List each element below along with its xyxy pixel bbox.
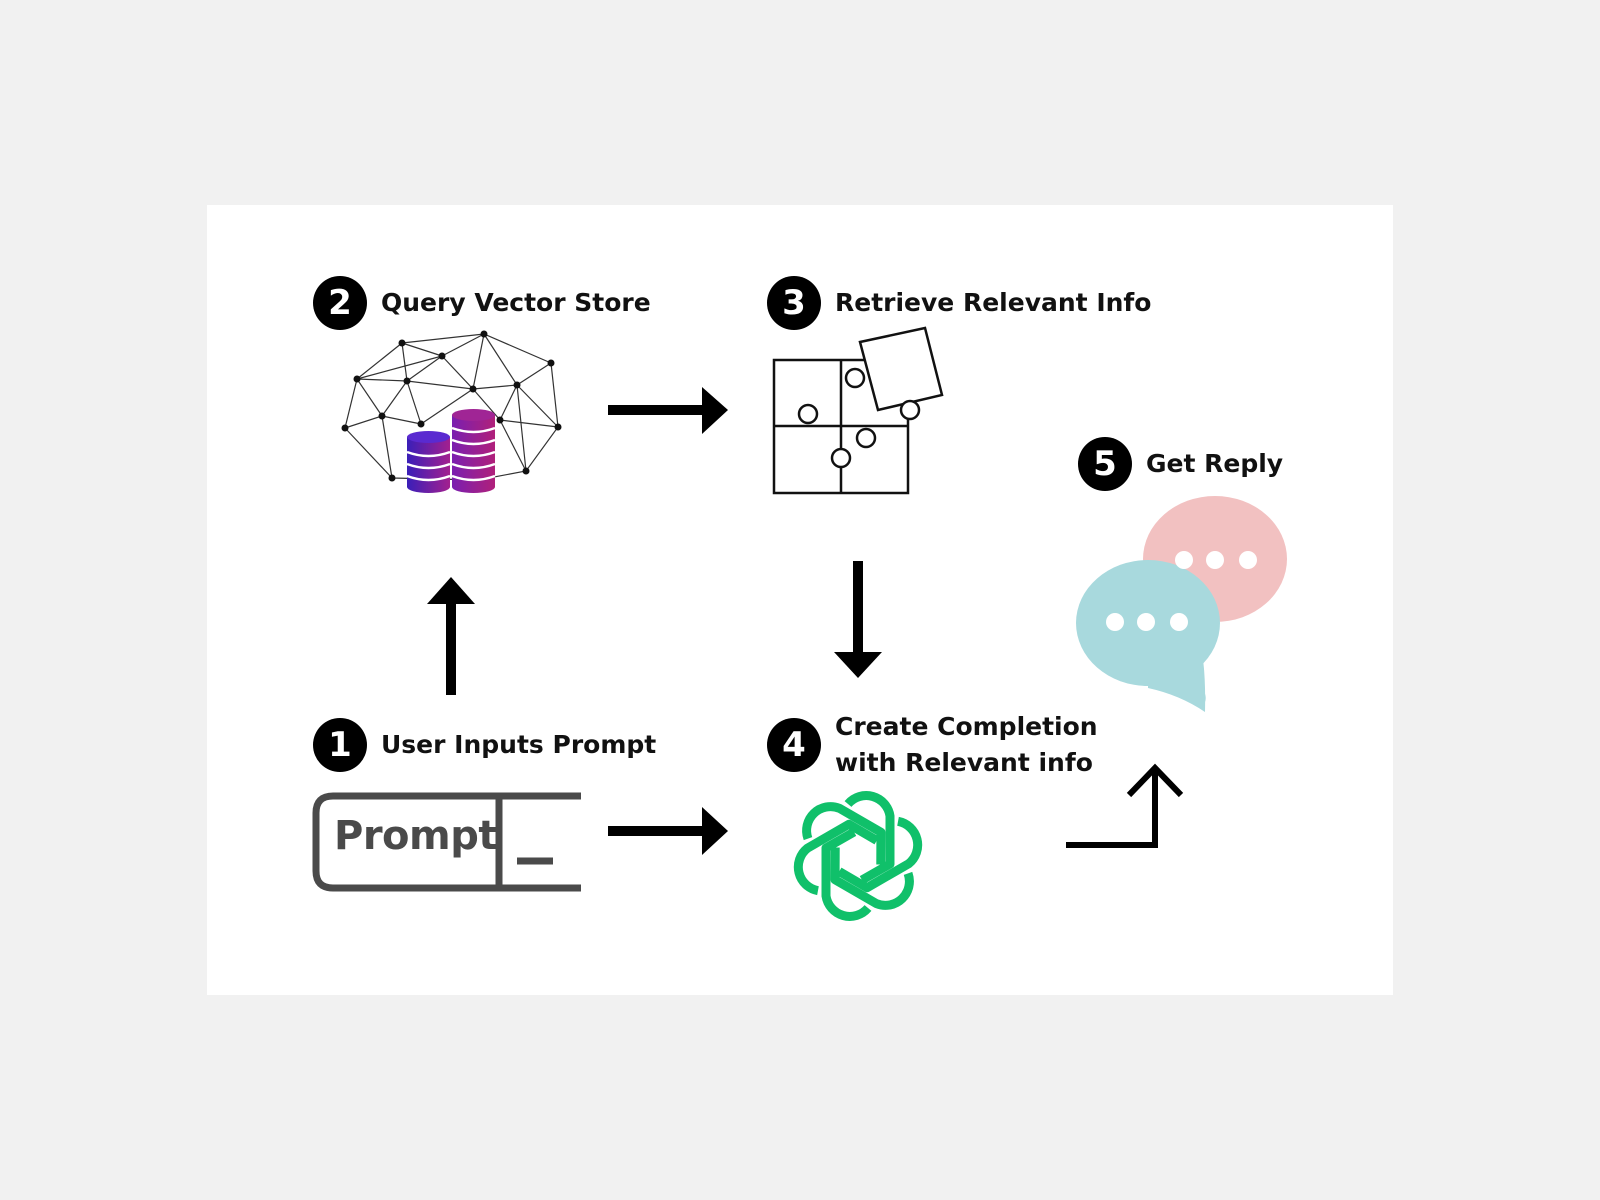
step-4: 4 Create Completion with Relevant info: [767, 709, 1098, 781]
step-3: 3 Retrieve Relevant Info: [767, 276, 1151, 330]
step-5-label: Get Reply: [1146, 449, 1284, 478]
puzzle-icon: [772, 326, 944, 495]
step-1-badge: 1: [313, 718, 367, 772]
arrow-puzzle-to-completion: [834, 561, 882, 678]
step-5-badge: 5: [1078, 437, 1132, 491]
prompt-input-icon: [312, 792, 581, 892]
arrow-network-to-puzzle: [608, 387, 728, 434]
arrow-prompt-to-network: [427, 577, 475, 695]
chat-bubbles-icon: [1076, 496, 1287, 712]
prompt-box-text: Prompt: [334, 813, 497, 859]
arrow-prompt-to-completion: [608, 807, 728, 855]
step-1: 1 User Inputs Prompt: [313, 718, 656, 772]
step-4-badge: 4: [767, 718, 821, 772]
step-4-label-line1: Create Completion: [835, 712, 1098, 741]
openai-logo-icon: [793, 791, 923, 921]
step-2: 2 Query Vector Store: [313, 276, 651, 330]
step-5: 5 Get Reply: [1078, 437, 1283, 491]
step-4-label-line2: with Relevant info: [835, 748, 1093, 777]
step-2-badge: 2: [313, 276, 367, 330]
step-3-badge: 3: [767, 276, 821, 330]
step-3-label: Retrieve Relevant Info: [835, 288, 1152, 317]
network-database-icon: [341, 330, 562, 493]
step-2-label: Query Vector Store: [381, 288, 651, 317]
step-1-label: User Inputs Prompt: [381, 730, 657, 759]
step-4-label: Create Completion with Relevant info: [835, 709, 1098, 781]
arrow-completion-to-reply: [1066, 763, 1184, 848]
